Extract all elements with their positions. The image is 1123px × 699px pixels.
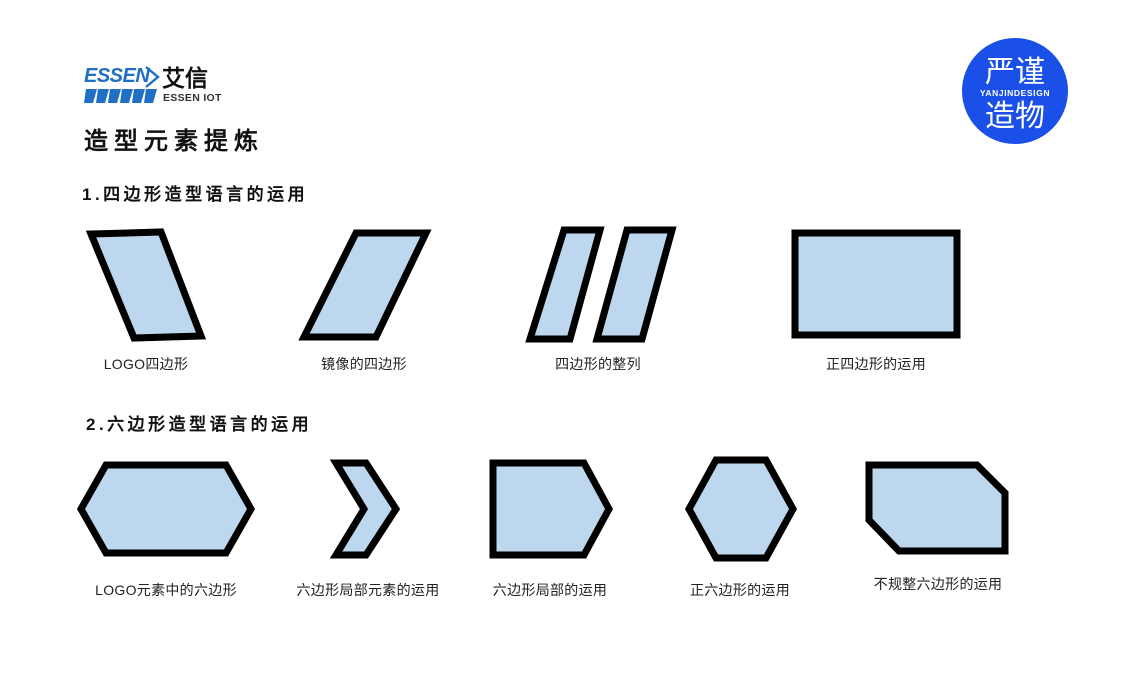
essen-iot-logo-graphic: ESSEN 艾信 ESSEN IOT [84, 65, 222, 104]
figure-logo-quadrilateral [86, 228, 206, 344]
caption-hexagon-partial: 六边形局部的运用 [492, 582, 608, 598]
elongated-hexagon-shape [76, 461, 256, 557]
figure-hexagon-partial [488, 458, 614, 560]
chevron-arrow-shape [329, 459, 401, 559]
design-stamp: 严谨 YANJINDESIGN 造物 [962, 38, 1068, 144]
caption-regular-quadrilateral: 正四边形的运用 [825, 356, 927, 372]
figure-quadrilateral-array [522, 224, 687, 346]
rectangle-shape [791, 229, 961, 339]
stamp-latin-text: YANJINDESIGN [980, 88, 1050, 98]
logo-subtitle: ESSEN IOT [163, 92, 222, 104]
stamp-line-2: 造物 [985, 99, 1045, 134]
caption-hexagon-partial-element: 六边形局部元素的运用 [296, 582, 440, 598]
figure-irregular-hexagon [864, 460, 1010, 556]
stamp-circle [962, 38, 1068, 144]
caption-irregular-hexagon: 不规整六边形的运用 [873, 576, 1003, 592]
figure-regular-quadrilateral [790, 228, 962, 340]
design-stamp-graphic: 严谨 YANJINDESIGN 造物 [962, 38, 1068, 144]
stamp-line-1: 严谨 [985, 55, 1045, 90]
logo-chinese-name: 艾信 [162, 65, 208, 92]
logo-wordmark: ESSEN [84, 65, 150, 87]
page-title: 造型元素提炼 [84, 128, 264, 155]
figure-hexagon-partial-element [328, 458, 402, 560]
figure-logo-hexagon [76, 460, 256, 558]
regular-hexagon-shape [685, 456, 797, 562]
irregular-hexagon-shape [865, 461, 1009, 555]
brand-logo: ESSEN 艾信 ESSEN IOT [84, 62, 234, 108]
pentagon-arrow-block-shape [489, 459, 613, 559]
logo-stripes-icon [84, 89, 157, 103]
caption-regular-hexagon: 正六边形的运用 [689, 582, 791, 598]
figure-mirrored-quadrilateral [298, 228, 433, 344]
section-heading-quadrilateral: 1.四边形造型语言的运用 [82, 185, 309, 204]
caption-logo-hexagon: LOGO元素中的六边形 [95, 582, 237, 598]
logo-chevron-icon [145, 66, 160, 88]
caption-mirrored-quadrilateral: 镜像的四边形 [321, 356, 407, 372]
parallelogram-pair-array-shape [525, 226, 677, 343]
caption-logo-quadrilateral: LOGO四边形 [103, 356, 189, 372]
section-heading-hexagon: 2.六边形造型语言的运用 [86, 415, 313, 434]
figure-regular-hexagon [684, 455, 798, 563]
parallelogram-right-lean-shape [298, 229, 432, 341]
parallelogram-left-lean-shape [86, 228, 206, 342]
caption-quadrilateral-array: 四边形的整列 [555, 356, 641, 372]
